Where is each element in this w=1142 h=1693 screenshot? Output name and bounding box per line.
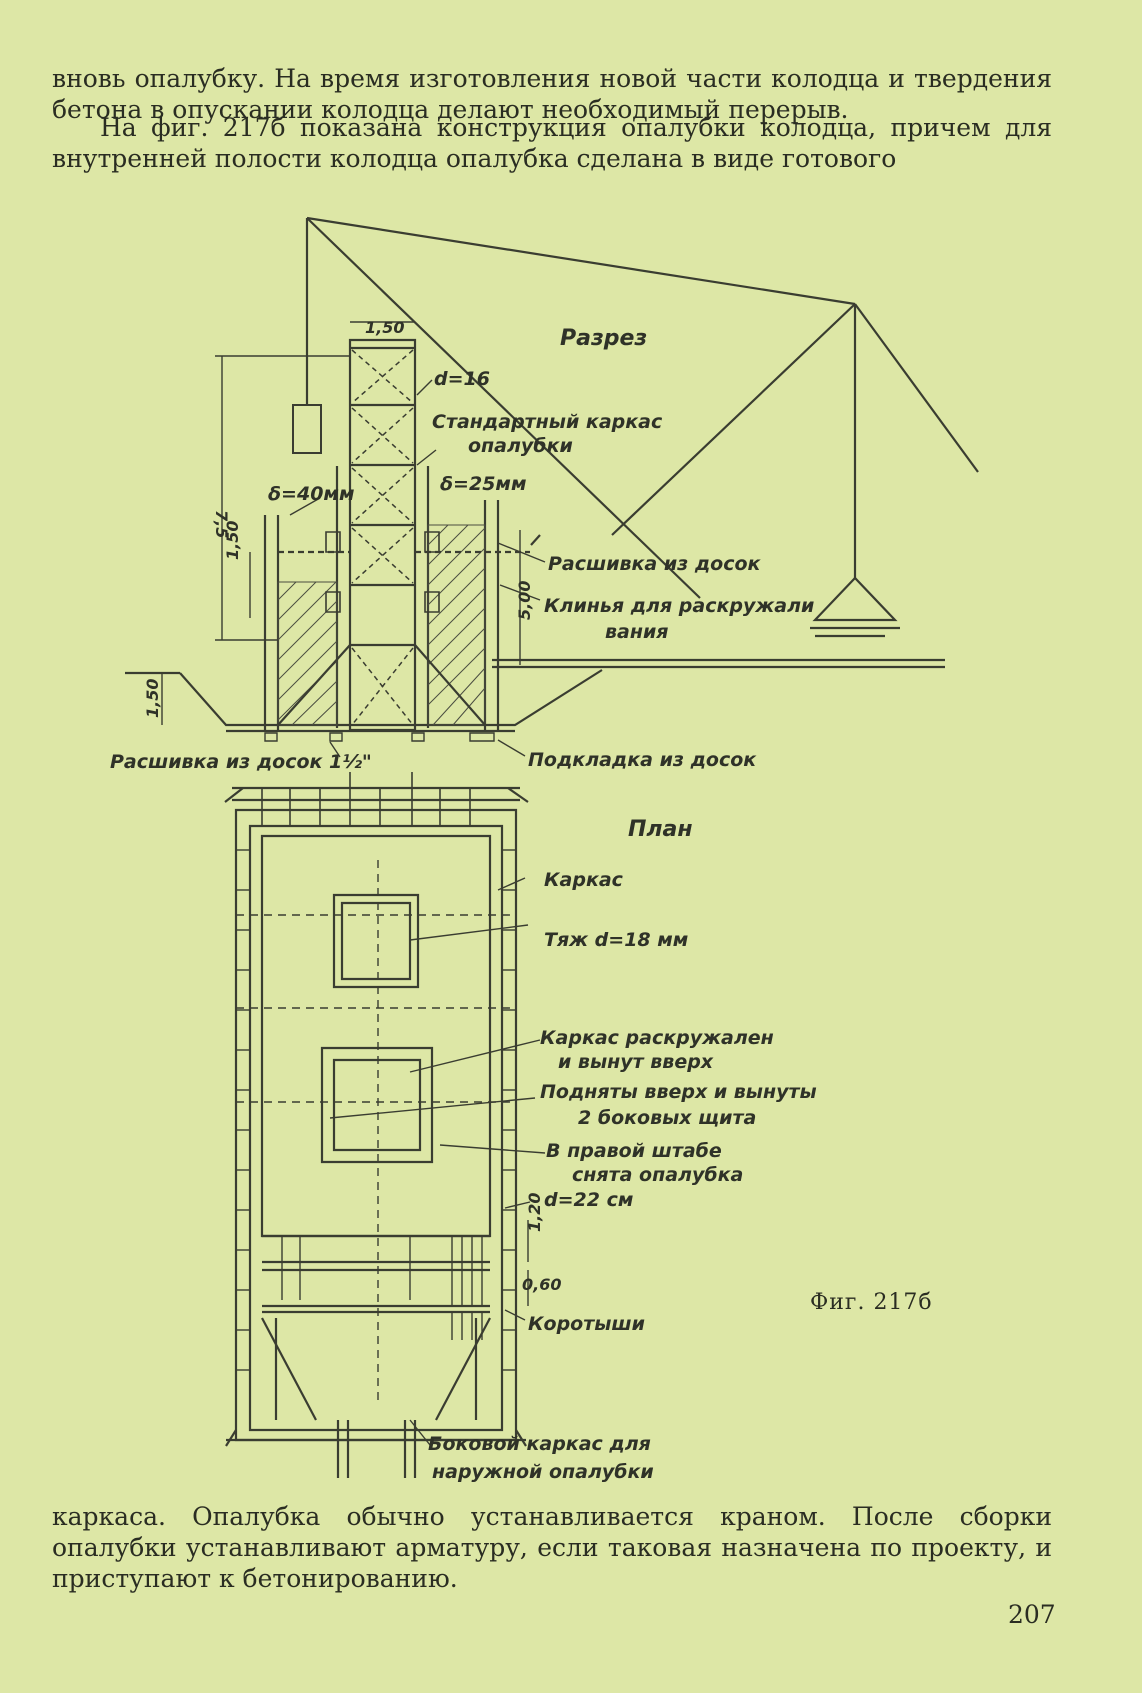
label-frame: Каркас bbox=[544, 869, 624, 891]
dim-left-pit: 1,50 bbox=[143, 679, 162, 718]
plan-title: План bbox=[628, 817, 693, 842]
label-tie-rod: Тяж d=18 мм bbox=[544, 929, 688, 951]
dim-left-150: 1,50 bbox=[223, 521, 242, 560]
label-side-frame-2: наружной опалубки bbox=[432, 1461, 654, 1483]
dim-plan-120: 1,20 bbox=[525, 1193, 544, 1232]
paragraph-figure-intro: На фиг. 217б показана конструкция опалуб… bbox=[52, 113, 1052, 173]
label-standard-frame-2: опалубки bbox=[468, 435, 573, 457]
label-short-ties: Коротыши bbox=[528, 1313, 645, 1335]
label-wedges-1: Клинья для раскружали bbox=[544, 595, 814, 617]
label-d16: d=16 bbox=[434, 368, 490, 390]
label-boards-bracing: Расшивка из досок bbox=[548, 553, 762, 575]
dim-height-total: 7,5 bbox=[212, 510, 231, 538]
label-delta25: δ=25мм bbox=[440, 473, 526, 495]
label-standard-frame-1: Стандартный каркас bbox=[432, 411, 663, 433]
section-drawing bbox=[125, 322, 945, 757]
label-side-frame-1: Боковой каркас для bbox=[428, 1433, 651, 1455]
page-number: 207 bbox=[1008, 1600, 1056, 1629]
dim-top-width: 1,50 bbox=[365, 318, 404, 337]
dim-plan-060: 0,60 bbox=[522, 1275, 561, 1294]
plan-drawing bbox=[225, 772, 545, 1478]
label-panels-lifted-2: 2 боковых щита bbox=[578, 1107, 756, 1129]
crane-drawing bbox=[293, 218, 978, 636]
paragraph-bottom: каркаса. Опалубка обычно устанавливается… bbox=[52, 1502, 1052, 1593]
label-wedges-2: вания bbox=[605, 621, 669, 643]
label-delta40: δ=40мм bbox=[268, 483, 354, 505]
label-d22: d=22 см bbox=[544, 1189, 633, 1211]
section-title: Разрез bbox=[560, 326, 647, 351]
label-right-shaft-1: В правой штабе bbox=[546, 1140, 722, 1162]
label-frame-removed-2: и вынут вверх bbox=[558, 1051, 714, 1073]
label-bottom-bracing: Расшивка из досок 1½" bbox=[110, 751, 372, 773]
paragraph-top-continuation: вновь опалубку. На время изготовления но… bbox=[52, 64, 1052, 124]
figure-caption: Фиг. 217б bbox=[810, 1290, 933, 1315]
label-underlay: Подкладка из досок bbox=[528, 749, 757, 771]
label-right-shaft-2: снята опалубка bbox=[572, 1164, 743, 1186]
label-frame-removed-1: Каркас раскружален bbox=[540, 1027, 774, 1049]
label-panels-lifted-1: Подняты вверх и вынуты bbox=[540, 1081, 817, 1103]
dim-right-500: 5,00 bbox=[515, 581, 534, 620]
